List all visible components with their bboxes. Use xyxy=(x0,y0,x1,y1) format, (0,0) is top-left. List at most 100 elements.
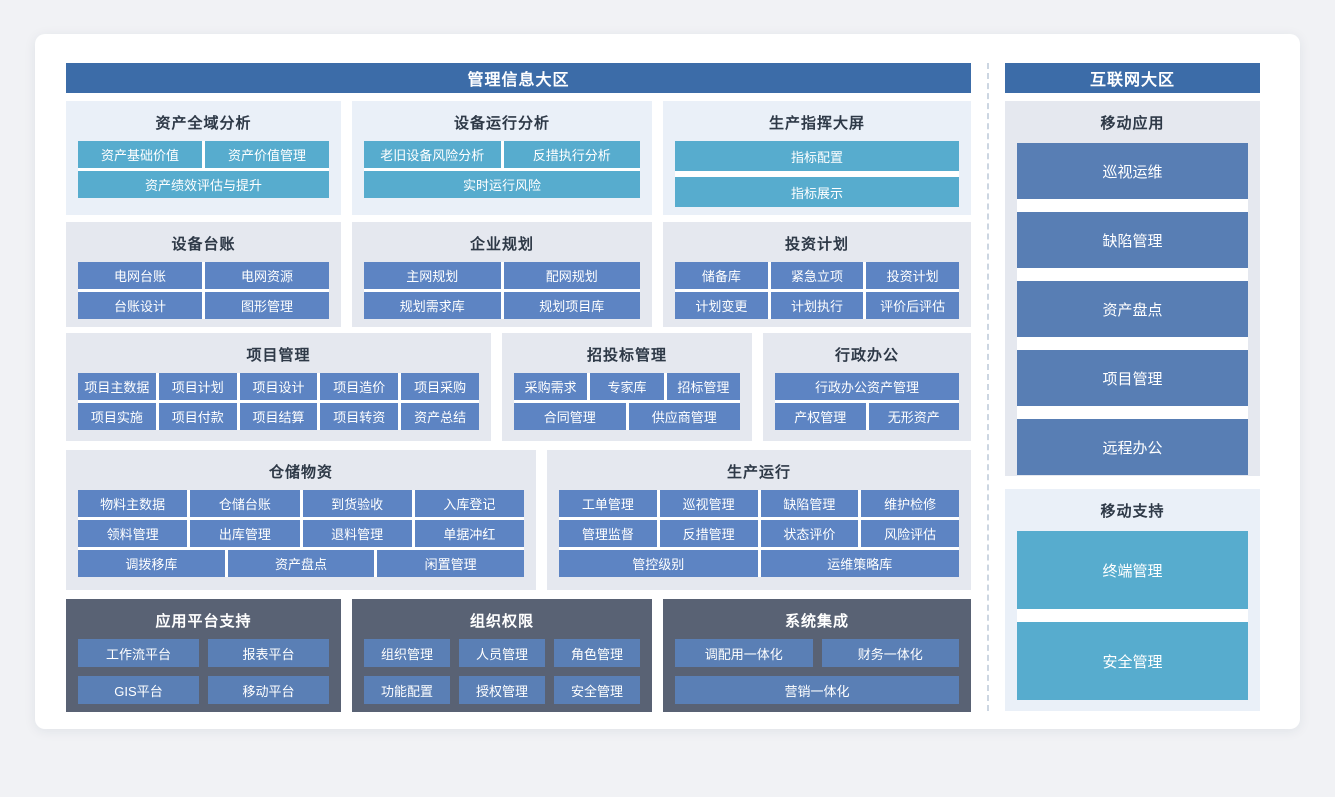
module-tile: 领料管理 xyxy=(78,520,188,547)
module-tile: 资产盘点 xyxy=(227,550,375,577)
section-equipment-operation-analysis: 设备运行分析 老旧设备风险分析 反措执行分析 实时运行风险 xyxy=(352,101,652,215)
section-org-permissions: 组织权限 组织管理 人员管理 角色管理 功能配置 授权管理 安全管理 xyxy=(352,599,652,712)
module-tile: 项目造价 xyxy=(320,373,399,400)
tile-group: 组织管理 人员管理 角色管理 功能配置 授权管理 安全管理 xyxy=(364,639,640,704)
module-tile: 电网台账 xyxy=(78,262,202,289)
tile-group: 工单管理 巡视管理 缺陷管理 维护检修 管理监督 反措管理 状态评价 风险评估 … xyxy=(559,490,959,577)
module-tile: 管控级别 xyxy=(559,550,758,577)
module-tile: 授权管理 xyxy=(459,676,545,704)
zone-divider xyxy=(971,63,1005,713)
tile-group: 采购需求 专家库 招标管理 合同管理 供应商管理 xyxy=(514,373,740,430)
module-tile: 采购需求 xyxy=(514,373,588,400)
module-tile: 行政办公资产管理 xyxy=(775,373,959,400)
section-investment-plan: 投资计划 储备库 紧急立项 投资计划 计划变更 计划执行 评价后评估 xyxy=(663,222,971,327)
module-tile: 配网规划 xyxy=(503,262,640,289)
zone-internet: 互联网大区 移动应用 巡视运维 缺陷管理 资产盘点 项目管理 远程办公 移动支持… xyxy=(1005,63,1260,713)
section-enterprise-planning: 企业规划 主网规划 配网规划 规划需求库 规划项目库 xyxy=(352,222,652,327)
module-tile: 功能配置 xyxy=(364,676,450,704)
module-tile: 紧急立项 xyxy=(770,262,864,289)
module-tile: 调配用一体化 xyxy=(675,639,813,667)
tile-group: 资产基础价值 资产价值管理 资产绩效评估与提升 xyxy=(78,141,329,198)
section-title: 生产运行 xyxy=(726,464,791,481)
tile-group: 物料主数据 仓储台账 到货验收 入库登记 领料管理 出库管理 退料管理 单据冲红… xyxy=(78,490,524,577)
section-title: 设备台账 xyxy=(171,236,236,253)
section-bidding-management: 招投标管理 采购需求 专家库 招标管理 合同管理 供应商管理 xyxy=(502,333,752,441)
module-tile: 仓储台账 xyxy=(190,490,300,517)
tile-group: 主网规划 配网规划 规划需求库 规划项目库 xyxy=(364,262,640,319)
module-tile: 招标管理 xyxy=(666,373,740,400)
tile-group: 巡视运维 缺陷管理 资产盘点 项目管理 远程办公 xyxy=(1017,143,1248,475)
module-tile: 项目付款 xyxy=(158,403,237,430)
module-tile: 角色管理 xyxy=(554,639,640,667)
module-tile: 物料主数据 xyxy=(78,490,188,517)
module-tile: 资产价值管理 xyxy=(205,141,329,168)
module-tile: 资产绩效评估与提升 xyxy=(78,171,329,198)
module-tile: 评价后评估 xyxy=(866,292,959,319)
module-tile: 组织管理 xyxy=(364,639,450,667)
module-tile: 报表平台 xyxy=(208,639,329,667)
module-tile: 计划执行 xyxy=(770,292,864,319)
module-tile: 闲置管理 xyxy=(377,550,524,577)
module-tile: 人员管理 xyxy=(459,639,545,667)
section-title: 项目管理 xyxy=(246,347,311,364)
module-tile: 指标展示 xyxy=(675,177,959,207)
section-administrative-office: 行政办公 行政办公资产管理 产权管理 无形资产 xyxy=(763,333,971,441)
module-tile: 无形资产 xyxy=(868,403,959,430)
module-tile: 反措管理 xyxy=(659,520,758,547)
module-tile: 项目计划 xyxy=(158,373,237,400)
module-tile: 缺陷管理 xyxy=(760,490,859,517)
section-asset-global-analysis: 资产全域分析 资产基础价值 资产价值管理 资产绩效评估与提升 xyxy=(66,101,341,215)
module-tile: 退料管理 xyxy=(302,520,412,547)
section-title: 行政办公 xyxy=(834,347,899,364)
section-title: 设备运行分析 xyxy=(453,115,550,132)
module-tile: 投资计划 xyxy=(866,262,959,289)
section-title: 系统集成 xyxy=(784,613,849,630)
section-production-operation: 生产运行 工单管理 巡视管理 缺陷管理 维护检修 管理监督 反措管理 状态评价 … xyxy=(547,450,971,590)
section-system-integration: 系统集成 调配用一体化 财务一体化 营销一体化 xyxy=(663,599,971,712)
module-tile: 资产总结 xyxy=(401,403,479,430)
tile-group: 老旧设备风险分析 反措执行分析 实时运行风险 xyxy=(364,141,640,198)
module-tile: 风险评估 xyxy=(861,520,959,547)
module-tile: 财务一体化 xyxy=(821,639,959,667)
section-equipment-ledger: 设备台账 电网台账 电网资源 台账设计 图形管理 xyxy=(66,222,341,327)
row-operations: 仓储物资 物料主数据 仓储台账 到货验收 入库登记 领料管理 出库管理 退料管理… xyxy=(66,450,971,590)
tile-group: 指标配置 指标展示 xyxy=(675,141,959,207)
zone-management-info: 管理信息大区 资产全域分析 资产基础价值 资产价值管理 资产绩效评估与提升 设备… xyxy=(66,63,971,713)
module-tile: 项目实施 xyxy=(78,403,156,430)
tile-group: 电网台账 电网资源 台账设计 图形管理 xyxy=(78,262,329,319)
row-project: 项目管理 项目主数据 项目计划 项目设计 项目造价 项目采购 项目实施 项目付款… xyxy=(66,333,971,441)
module-tile: 项目采购 xyxy=(401,373,479,400)
tile-group: 行政办公资产管理 产权管理 无形资产 xyxy=(775,373,959,430)
module-tile: 台账设计 xyxy=(78,292,202,319)
section-title: 组织权限 xyxy=(469,613,534,630)
zone-header-internet: 互联网大区 xyxy=(1005,63,1260,93)
module-tile: 项目管理 xyxy=(1017,350,1248,406)
module-tile: 维护检修 xyxy=(861,490,959,517)
dashed-line xyxy=(987,63,989,711)
section-project-management: 项目管理 项目主数据 项目计划 项目设计 项目造价 项目采购 项目实施 项目付款… xyxy=(66,333,491,441)
module-tile: 储备库 xyxy=(675,262,768,289)
module-tile: 移动平台 xyxy=(208,676,329,704)
tile-group: 工作流平台 报表平台 GIS平台 移动平台 xyxy=(78,639,329,704)
module-tile: 安全管理 xyxy=(554,676,640,704)
section-title: 资产全域分析 xyxy=(155,115,252,132)
section-title: 仓储物资 xyxy=(268,464,333,481)
module-tile: 调拨移库 xyxy=(78,550,225,577)
module-tile: 老旧设备风险分析 xyxy=(364,141,501,168)
module-tile: 安全管理 xyxy=(1017,622,1248,700)
section-app-platform-support: 应用平台支持 工作流平台 报表平台 GIS平台 移动平台 xyxy=(66,599,341,712)
section-production-command-screen: 生产指挥大屏 指标配置 指标展示 xyxy=(663,101,971,215)
module-tile: 终端管理 xyxy=(1017,531,1248,609)
module-tile: 项目主数据 xyxy=(78,373,156,400)
module-tile: 管理监督 xyxy=(559,520,657,547)
section-title: 移动支持 xyxy=(1100,503,1165,520)
module-tile: 指标配置 xyxy=(675,141,959,171)
module-tile: 项目结算 xyxy=(239,403,318,430)
module-tile: 远程办公 xyxy=(1017,419,1248,475)
module-tile: 项目设计 xyxy=(239,373,318,400)
section-title: 移动应用 xyxy=(1100,115,1165,132)
row-analysis: 资产全域分析 资产基础价值 资产价值管理 资产绩效评估与提升 设备运行分析 老旧… xyxy=(66,101,971,215)
module-tile: 缺陷管理 xyxy=(1017,212,1248,268)
module-tile: 状态评价 xyxy=(760,520,859,547)
module-tile: 供应商管理 xyxy=(628,403,740,430)
